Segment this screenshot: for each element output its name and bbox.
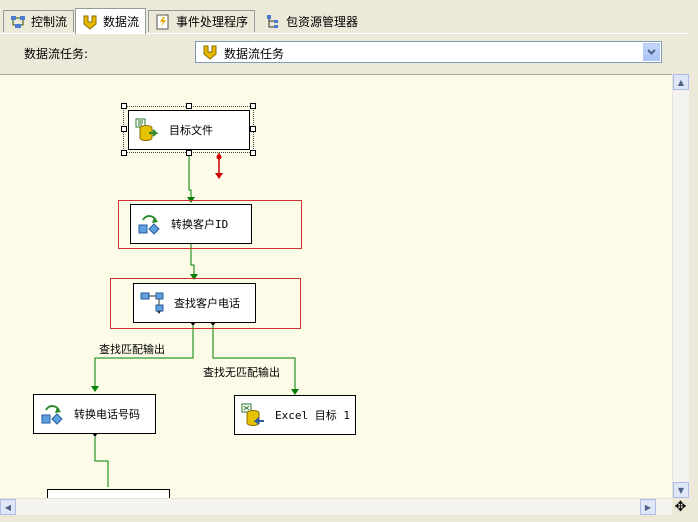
task-toolbar: 数据流任务: 数据流任务 <box>0 33 698 74</box>
lookup-icon <box>140 291 164 315</box>
window-edge <box>0 515 698 522</box>
path-source-to-convert <box>188 152 192 201</box>
output-connector <box>190 322 196 326</box>
component-excel-destination[interactable]: Excel 目标 1 <box>234 395 356 435</box>
data-flow-task-value: 数据流任务 <box>224 47 285 61</box>
data-flow-task-select[interactable]: 数据流任务 <box>195 41 662 63</box>
data-conversion-icon <box>40 402 64 426</box>
tab-control-flow[interactable]: 控制流 <box>3 10 75 32</box>
tab-separator <box>254 13 255 29</box>
component-convert-customer-id[interactable]: 转换客户ID <box>130 204 252 244</box>
event-handler-icon <box>155 14 171 30</box>
resize-handle[interactable] <box>121 126 127 132</box>
path-label-nomatch[interactable]: 查找无匹配输出 <box>203 366 280 379</box>
vertical-scrollbar[interactable]: ▲ ▼ <box>672 74 690 498</box>
tab-event-handlers[interactable]: 事件处理程序 <box>148 10 256 32</box>
resize-handle[interactable] <box>121 150 127 156</box>
path-arrowhead <box>291 389 299 395</box>
component-flat-file-source[interactable]: 目标文件 <box>128 110 250 150</box>
package-explorer-icon <box>265 14 281 30</box>
resize-handle[interactable] <box>250 150 256 156</box>
connector-paths <box>91 152 299 487</box>
component-label: 查找客户电话 <box>174 297 240 310</box>
tab-event-handlers-label: 事件处理程序 <box>176 15 249 29</box>
component-label: 转换客户ID <box>171 218 229 231</box>
component-convert-phone[interactable]: 转换电话号码 <box>33 394 156 434</box>
tab-data-flow[interactable]: 数据流 <box>75 8 147 34</box>
error-highlight-box <box>110 278 301 329</box>
scroll-down-button[interactable]: ▼ <box>673 482 689 498</box>
data-flow-icon <box>202 44 218 60</box>
scroll-right-button[interactable]: ▶ <box>640 499 656 515</box>
error-output-dot <box>216 154 222 160</box>
component-partial[interactable] <box>47 489 170 499</box>
output-connector <box>210 322 216 326</box>
path-lookup-nomatch <box>212 326 296 392</box>
path-arrowhead <box>190 274 198 280</box>
chevron-down-icon <box>647 49 656 55</box>
scroll-up-button[interactable]: ▲ <box>673 74 689 90</box>
error-arrowhead <box>215 173 223 179</box>
data-conversion-icon <box>137 212 161 236</box>
data-flow-canvas[interactable]: 目标文件 转换客户ID 查找客户电话 查找匹配输出 查找无匹配输出 转换电话号码… <box>0 74 672 499</box>
tab-package-explorer[interactable]: 包资源管理器 <box>258 10 365 32</box>
excel-destination-icon <box>241 403 265 427</box>
component-label: 转换电话号码 <box>74 408 140 421</box>
pan-icon[interactable]: ✥ <box>672 498 689 515</box>
scroll-left-button[interactable]: ◀ <box>0 499 16 515</box>
resize-handle[interactable] <box>250 103 256 109</box>
component-label: 目标文件 <box>169 124 213 137</box>
resize-handle[interactable] <box>250 126 256 132</box>
component-lookup-customer-phone[interactable]: 查找客户电话 <box>133 283 256 323</box>
horizontal-scrollbar[interactable]: ◀ ▶ <box>0 498 672 516</box>
path-convert-phone-out <box>94 437 109 487</box>
designer-tab-bar: 控制流 数据流 事件处理程序 包资源管理器 <box>0 0 698 34</box>
tab-package-explorer-label: 包资源管理器 <box>286 15 359 29</box>
flat-file-source-icon <box>135 118 159 142</box>
tab-data-flow-label: 数据流 <box>103 15 140 29</box>
resize-handle[interactable] <box>186 103 192 109</box>
resize-handle[interactable] <box>186 150 192 156</box>
component-label: Excel 目标 1 <box>275 409 350 422</box>
data-flow-task-label: 数据流任务: <box>24 47 89 61</box>
path-label-match[interactable]: 查找匹配输出 <box>99 343 165 356</box>
output-connector <box>92 433 98 437</box>
path-lookup-match <box>94 326 194 389</box>
error-highlight-box <box>118 200 302 249</box>
resize-handle[interactable] <box>121 103 127 109</box>
data-flow-icon <box>82 14 98 30</box>
path-arrowhead <box>91 386 99 392</box>
dropdown-button[interactable] <box>643 43 660 61</box>
window-edge <box>689 33 698 522</box>
tab-control-flow-label: 控制流 <box>31 15 68 29</box>
control-flow-icon <box>10 14 26 30</box>
path-convert-to-lookup <box>190 245 195 278</box>
